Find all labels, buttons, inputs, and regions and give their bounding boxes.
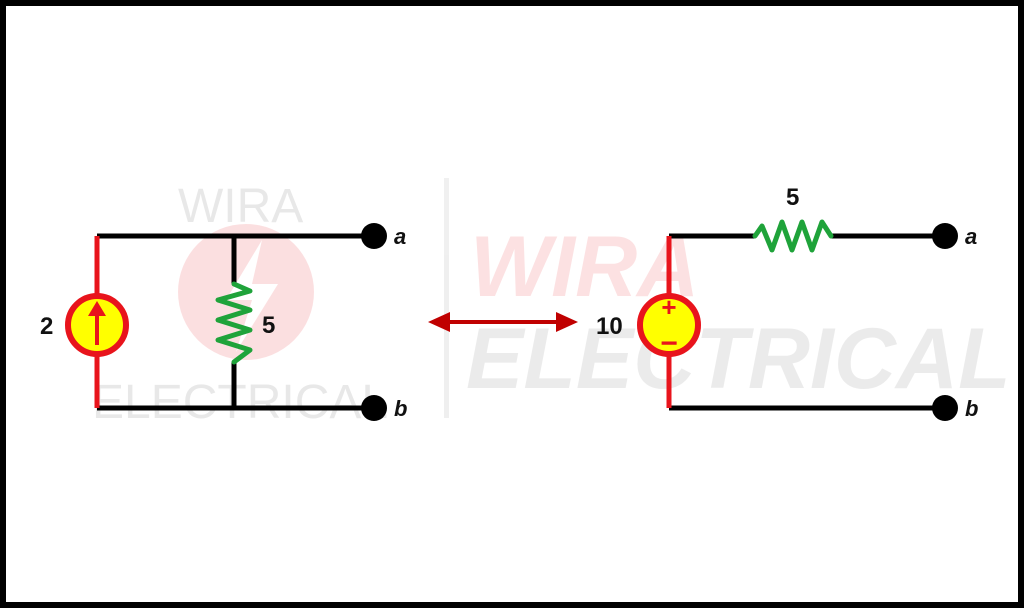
norton-terminal-b-label: b bbox=[394, 396, 407, 421]
norton-resistor-icon bbox=[215, 281, 253, 365]
norton-resistor-label: 5 bbox=[262, 312, 275, 339]
thevenin-terminal-b bbox=[932, 395, 958, 421]
norton-circuit: 2 5 a b bbox=[40, 223, 407, 421]
norton-terminal-b bbox=[361, 395, 387, 421]
norton-terminal-a bbox=[361, 223, 387, 249]
thevenin-terminal-a bbox=[932, 223, 958, 249]
equivalence-arrow-icon bbox=[428, 312, 578, 332]
thevenin-terminal-b-label: b bbox=[965, 396, 978, 421]
voltage-source-minus: − bbox=[660, 327, 678, 360]
current-source-icon bbox=[65, 293, 129, 357]
thevenin-resistor-icon bbox=[752, 219, 834, 253]
voltage-source-icon bbox=[637, 293, 701, 357]
thevenin-source-label: 10 bbox=[596, 313, 623, 340]
voltage-source-plus: + bbox=[661, 292, 676, 322]
watermark-left-bottom: ELECTRICAL bbox=[92, 376, 388, 429]
watermark-right: WIRA ELECTRICAL bbox=[466, 219, 1011, 407]
norton-terminal-a-label: a bbox=[394, 224, 406, 249]
watermark-left-top: WIRA bbox=[178, 180, 303, 233]
norton-source-label: 2 bbox=[40, 313, 53, 340]
thevenin-circuit: + − 10 5 a b bbox=[596, 184, 978, 421]
watermark-right-bottom: ELECTRICAL bbox=[466, 311, 1011, 407]
thevenin-terminal-a-label: a bbox=[965, 224, 977, 249]
thevenin-resistor-label: 5 bbox=[786, 184, 799, 211]
watermark-left: WIRA ELECTRICAL bbox=[92, 178, 449, 429]
